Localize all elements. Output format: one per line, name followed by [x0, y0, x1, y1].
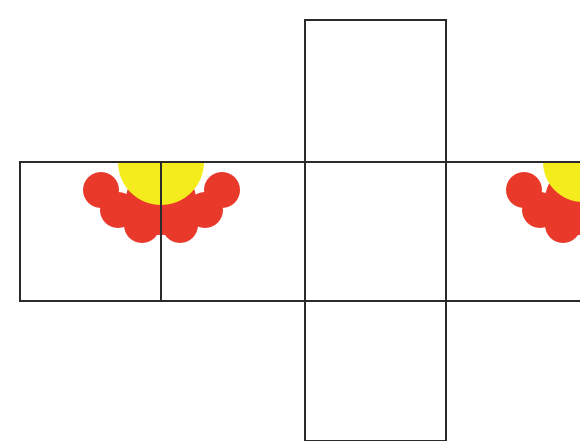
flower-right: [506, 162, 580, 243]
petal-right-outer: [204, 172, 240, 208]
face-bottom: [305, 301, 446, 441]
face-middle: [305, 162, 446, 301]
face-top: [305, 20, 446, 162]
net-outline: [20, 20, 580, 441]
